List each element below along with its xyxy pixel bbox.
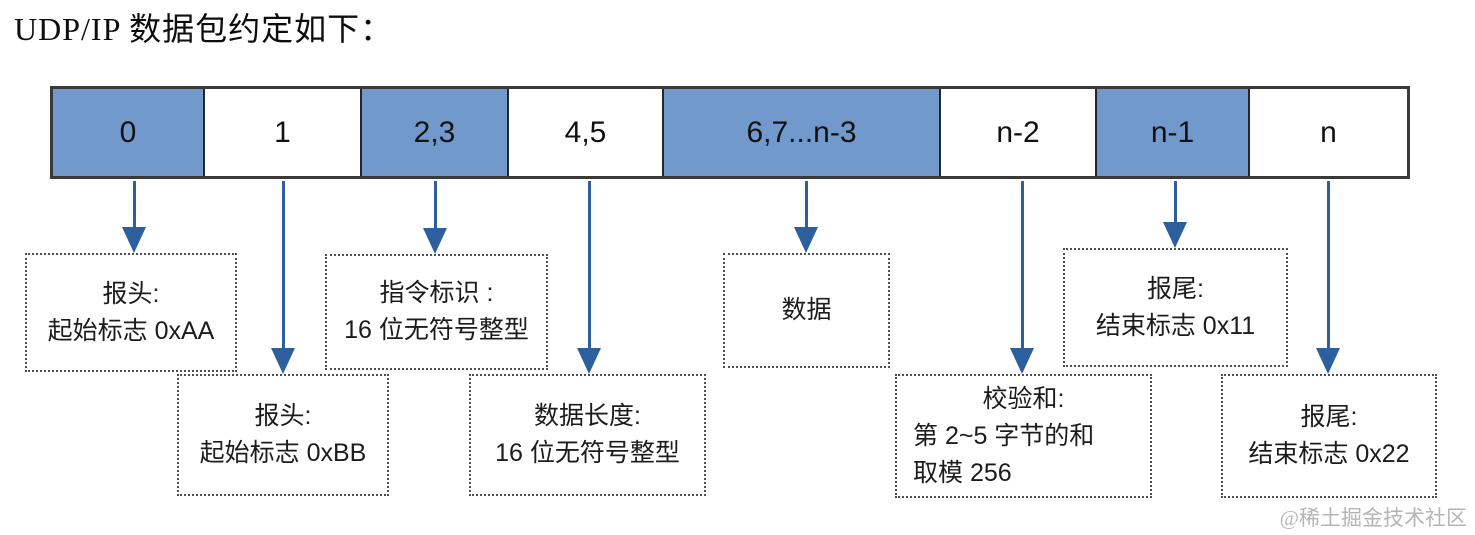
byte-cell-data: 6,7...n-3 [664,89,941,176]
note-line: 16 位无符号整型 [495,439,680,467]
note-header-bb: 报头: 起始标志 0xBB [177,374,389,496]
note-line: 取模 256 [913,458,1012,487]
arrow-stem [433,181,437,228]
page-title: UDP/IP 数据包约定如下： [14,11,394,47]
note-line: 16 位无符号整型 [344,316,529,344]
note-header-aa: 报头: 起始标志 0xAA [25,253,237,372]
byte-cell-label: 2,3 [413,115,456,149]
arrow-stem [281,181,285,348]
arrow-down-icon [122,227,146,253]
note-tail-22: 报尾: 结束标志 0x22 [1221,374,1437,498]
note-line: 结束标志 0x11 [1095,311,1256,340]
note-data-len: 数据长度: 16 位无符号整型 [469,374,706,496]
byte-cell-label: n [1320,115,1337,149]
arrow-down-icon [1163,222,1187,248]
note-checksum: 校验和: 第 2~5 字节的和 取模 256 [895,374,1152,498]
note-cmd-id: 指令标识 : 16 位无符号整型 [325,254,548,370]
note-line: 报头: [254,402,312,430]
note-line: 指令标识 : [379,279,494,307]
watermark: @稀土掘金技术社区 [1279,506,1467,530]
note-line: 结束标志 0x22 [1248,440,1410,468]
arrow-down-icon [577,348,601,374]
arrow-down-icon [271,348,295,374]
arrow-down-icon [1010,348,1034,374]
arrow-cell1-to-header-bb [271,181,295,374]
arrow-stem [1326,181,1330,348]
note-tail-11: 报尾: 结束标志 0x11 [1063,248,1288,367]
note-line: 校验和: [982,384,1065,413]
byte-cell-label: n-2 [996,115,1040,149]
byte-cell-4-5: 4,5 [509,89,664,176]
arrow-celln1-to-tail-11 [1163,181,1187,248]
arrow-down-icon [794,227,818,253]
byte-cell-label: n-1 [1150,115,1195,149]
arrow-down-icon [423,228,447,254]
byte-cell-2-3: 2,3 [362,89,509,176]
arrow-celln-to-tail-22 [1316,181,1340,374]
note-line: 第 2~5 字节的和 [913,421,1095,450]
byte-cell-n-2: n-2 [941,89,1097,176]
arrow-down-icon [1316,348,1340,374]
note-line: 报尾: [1147,274,1204,303]
byte-cell-label: 0 [119,115,137,149]
arrow-cell45-to-data-len [577,181,601,374]
note-line: 数据长度: [534,402,641,430]
arrow-stem [587,181,591,348]
byte-cell-n: n [1250,89,1407,176]
arrow-stem [1020,181,1024,348]
arrow-stem [804,181,808,227]
note-line: 报尾: [1300,403,1358,431]
note-line: 数据 [781,296,832,324]
note-line: 起始标志 0xAA [47,316,215,345]
note-line: 报头: [102,279,160,308]
byte-index-bar: 0 1 2,3 4,5 6,7...n-3 n-2 n-1 n [50,86,1410,179]
note-line: 起始标志 0xBB [199,439,367,467]
arrow-celln2-to-checksum [1010,181,1034,374]
note-data: 数据 [723,253,890,368]
arrow-stem [1173,181,1177,222]
byte-cell-label: 4,5 [564,115,607,149]
arrow-stem [132,181,136,227]
byte-cell-1: 1 [205,89,362,176]
arrow-celldata-to-data [794,181,818,253]
byte-cell-label: 1 [274,115,291,149]
arrow-cell23-to-cmd-id [423,181,447,254]
byte-cell-label: 6,7...n-3 [746,115,857,149]
arrow-cell0-to-header-aa [122,181,146,253]
byte-cell-0: 0 [53,89,205,176]
byte-cell-n-1: n-1 [1097,89,1250,176]
